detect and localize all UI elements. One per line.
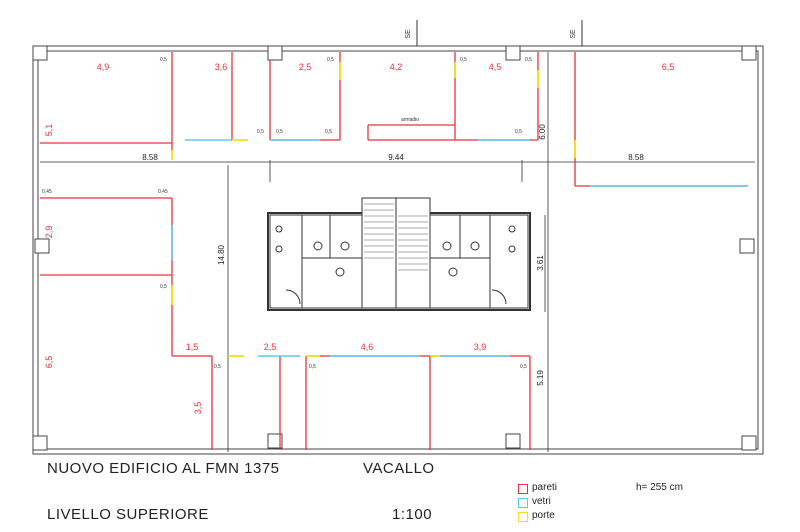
room-dim: 4,9 [97, 62, 110, 72]
room-dim: 2,5 [299, 62, 312, 72]
room-dim: 1,5 [186, 342, 199, 352]
level-title: LIVELLO SUPERIORE [47, 506, 209, 523]
drawing-scale: 1:100 [392, 506, 433, 523]
room-dim: 4,2 [390, 62, 403, 72]
overall-dimensions: 8.58 9.44 8.58 14.80 3.61 5.19 6.00 [142, 124, 644, 386]
small-dim: 0,5 [214, 364, 221, 370]
room-dim: 4,5 [489, 62, 502, 72]
glass-partitions [171, 139, 748, 357]
small-dim: 0,5 [309, 364, 316, 370]
section-markers [416, 20, 583, 46]
small-dim: 0,5 [160, 57, 167, 63]
small-dim: 0,5 [257, 129, 264, 135]
armadio-note: armadio [401, 117, 419, 123]
legend-swatch-glass [518, 498, 528, 508]
legend-label-glass: vetri [532, 496, 551, 507]
room-dimensions: 4,9 3,6 2,5 4,2 4,5 6,5 5,1 2,9 6,5 1,5 … [44, 62, 674, 414]
small-dim: 0,5 [520, 364, 527, 370]
project-place: VACALLO [363, 460, 435, 477]
small-dim: 0,5 [327, 57, 334, 63]
room-dim: 3,6 [215, 62, 228, 72]
small-dim: 0,5 [276, 129, 283, 135]
room-dim: 2,9 [44, 226, 54, 239]
small-dimensions: 0,5 0,5 0,5 0,5 0,5 0,5 0,5 0,5 0,45 0,4… [42, 57, 532, 370]
small-dim: 0,5 [325, 129, 332, 135]
overall-dim: 9.44 [388, 153, 404, 162]
room-dim: 2,5 [264, 342, 277, 352]
project-title: NUOVO EDIFICIO AL FMN 1375 [47, 460, 280, 477]
small-dim: 0,5 [160, 284, 167, 290]
overall-dim: 5.19 [536, 370, 545, 386]
legend-label-doors: porte [532, 510, 555, 521]
room-dim: 3,5 [193, 402, 203, 415]
room-dim: 4,6 [361, 342, 374, 352]
structural-columns [32, 45, 757, 451]
room-dim: 3,9 [474, 342, 487, 352]
legend-swatch-walls [518, 484, 528, 494]
overall-dim: 14.80 [217, 244, 226, 265]
stair-treads [364, 203, 428, 271]
legend-label-walls: pareti [532, 482, 558, 493]
overall-dim: 8.58 [142, 153, 158, 162]
small-dim: 0,45 [158, 189, 168, 195]
overall-dim: 3.61 [536, 255, 545, 271]
legend-swatch-doors [518, 512, 528, 522]
room-dim: 5,1 [44, 124, 54, 137]
room-dim: 6,5 [662, 62, 675, 72]
overall-dim: 8.58 [628, 153, 644, 162]
section-mark-1: SE [405, 29, 412, 39]
small-dim: 0,5 [460, 57, 467, 63]
ceiling-height-note: h= 255 cm [636, 482, 683, 493]
overall-dim: 6.00 [538, 124, 547, 140]
door-openings [171, 62, 576, 357]
small-dim: 0,45 [42, 189, 52, 195]
dimension-lines [40, 52, 755, 452]
small-dim: 0,5 [525, 57, 532, 63]
small-dim: 0,5 [515, 129, 522, 135]
room-dim: 6,5 [44, 356, 54, 369]
section-mark-2: SE [570, 29, 577, 39]
service-core [267, 197, 531, 311]
